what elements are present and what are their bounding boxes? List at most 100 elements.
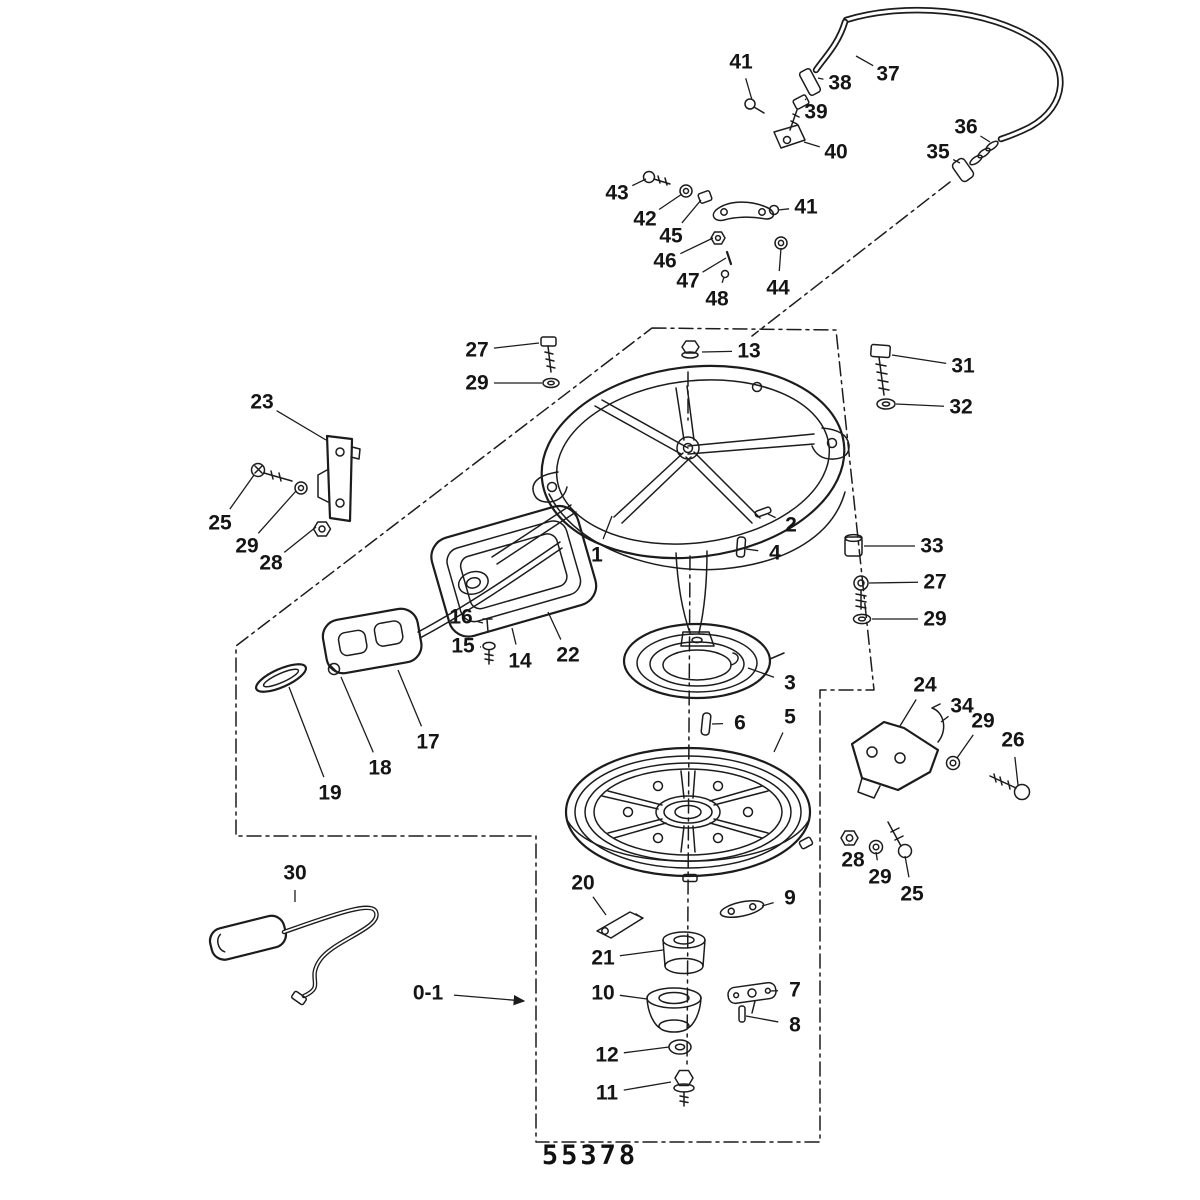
starter-housing-1 bbox=[532, 364, 850, 647]
screw-15 bbox=[482, 641, 496, 665]
lower-parts-group bbox=[596, 900, 777, 1107]
cup-10 bbox=[646, 987, 702, 1033]
callout-4: 4 bbox=[769, 542, 781, 565]
leader-line-25 bbox=[904, 855, 910, 878]
leader-line-41 bbox=[777, 208, 790, 211]
leader-line-25 bbox=[229, 474, 255, 510]
callout-25: 25 bbox=[208, 512, 232, 535]
housing-right-ear bbox=[811, 427, 850, 460]
screw-27-washer-29-top bbox=[540, 336, 560, 389]
washer-42 bbox=[679, 184, 693, 198]
callout-21: 21 bbox=[591, 947, 615, 970]
callout-16: 16 bbox=[449, 606, 472, 629]
spacer-45 bbox=[697, 190, 713, 204]
leader-line-48 bbox=[721, 276, 725, 283]
callout-48: 48 bbox=[705, 288, 729, 311]
callout-7: 7 bbox=[789, 979, 801, 1002]
callout-29: 29 bbox=[235, 535, 258, 558]
assembly-boundary-dashed bbox=[235, 327, 875, 1143]
callout-19: 19 bbox=[318, 782, 341, 805]
callout-42: 42 bbox=[633, 208, 656, 231]
callout-40: 40 bbox=[824, 141, 847, 164]
callout-0-1: 0-1 bbox=[413, 982, 444, 1005]
leader-line-38 bbox=[817, 77, 824, 80]
leader-line-44 bbox=[778, 247, 782, 272]
cable-route-dashed bbox=[751, 181, 951, 337]
callout-27: 27 bbox=[465, 339, 488, 362]
callout-23: 23 bbox=[250, 391, 273, 414]
cup-21 bbox=[662, 931, 706, 975]
callout-5: 5 bbox=[784, 706, 796, 729]
callout-33: 33 bbox=[920, 535, 943, 558]
leader-line-22 bbox=[547, 611, 562, 640]
nut-13 bbox=[681, 340, 700, 359]
leader-line-32 bbox=[895, 403, 945, 407]
leader-line-47 bbox=[702, 257, 727, 273]
pin-8 bbox=[738, 1005, 746, 1023]
throttle-cable-37-group bbox=[744, 6, 1064, 337]
callout-2: 2 bbox=[785, 514, 797, 537]
screw-43 bbox=[642, 170, 656, 184]
leader-line-28 bbox=[283, 526, 317, 553]
bolt-31-washer-32 bbox=[869, 343, 896, 410]
starter-rope bbox=[417, 541, 563, 639]
bracket-23 bbox=[317, 434, 361, 523]
link-rod-34 bbox=[931, 703, 945, 743]
leader-line-14 bbox=[511, 627, 517, 645]
callout-47: 47 bbox=[676, 270, 699, 293]
callout-3: 3 bbox=[784, 672, 796, 695]
leader-line-12 bbox=[623, 1046, 670, 1054]
starter-handle-17 bbox=[321, 607, 423, 675]
leader-line-26 bbox=[1014, 756, 1019, 786]
callout-10: 10 bbox=[591, 982, 614, 1005]
callout-45: 45 bbox=[659, 225, 683, 248]
callout-15: 15 bbox=[451, 635, 475, 658]
slot-pin-4 bbox=[735, 536, 747, 558]
callout-44: 44 bbox=[766, 277, 790, 300]
leader-line-27 bbox=[868, 581, 919, 584]
leader-line-0-1 bbox=[453, 994, 526, 1006]
callout-38: 38 bbox=[828, 72, 852, 95]
callout-26: 26 bbox=[1001, 729, 1024, 752]
leader-line-1 bbox=[602, 515, 613, 540]
callout-9: 9 bbox=[784, 887, 796, 910]
bumper-plates-14-22 bbox=[430, 504, 598, 638]
leader-line-29 bbox=[956, 734, 974, 759]
callout-35: 35 bbox=[926, 141, 950, 164]
callout-37: 37 bbox=[876, 63, 899, 86]
leader-line-19 bbox=[288, 686, 325, 778]
callout-29: 29 bbox=[868, 866, 891, 889]
leader-line-4 bbox=[745, 548, 759, 552]
washer-29-bottom bbox=[868, 839, 884, 855]
leader-line-43 bbox=[632, 178, 647, 187]
grip-insert-19 bbox=[254, 663, 308, 693]
leader-line-24 bbox=[899, 699, 917, 727]
leader-line-5 bbox=[773, 732, 784, 753]
callout-41: 41 bbox=[729, 51, 753, 74]
friction-plate-7 bbox=[727, 981, 777, 1014]
callout-13: 13 bbox=[737, 340, 760, 363]
leader-line-9 bbox=[761, 902, 774, 907]
leader-line-17 bbox=[397, 669, 423, 727]
callout-18: 18 bbox=[368, 757, 392, 780]
rope-anchor-18 bbox=[327, 662, 341, 676]
callout-43: 43 bbox=[605, 182, 628, 205]
callout-25: 25 bbox=[900, 883, 924, 906]
callout-28: 28 bbox=[841, 849, 865, 872]
callout-31: 31 bbox=[951, 355, 975, 378]
leader-line-10 bbox=[619, 994, 648, 1000]
leader-line-20 bbox=[592, 896, 607, 916]
lever-20 bbox=[596, 911, 644, 939]
leader-line-31 bbox=[891, 354, 947, 365]
callout-1: 1 bbox=[591, 544, 603, 567]
callout-27: 27 bbox=[923, 571, 946, 594]
nut-28-bottom bbox=[840, 830, 859, 846]
callout-46: 46 bbox=[653, 250, 676, 273]
callout-17: 17 bbox=[416, 731, 439, 754]
callout-32: 32 bbox=[949, 396, 972, 419]
pin-47 bbox=[725, 250, 733, 266]
leader-line-18 bbox=[340, 676, 374, 753]
spacer-33 bbox=[844, 533, 863, 557]
callout-29: 29 bbox=[971, 710, 994, 733]
leader-line-35 bbox=[952, 159, 961, 164]
